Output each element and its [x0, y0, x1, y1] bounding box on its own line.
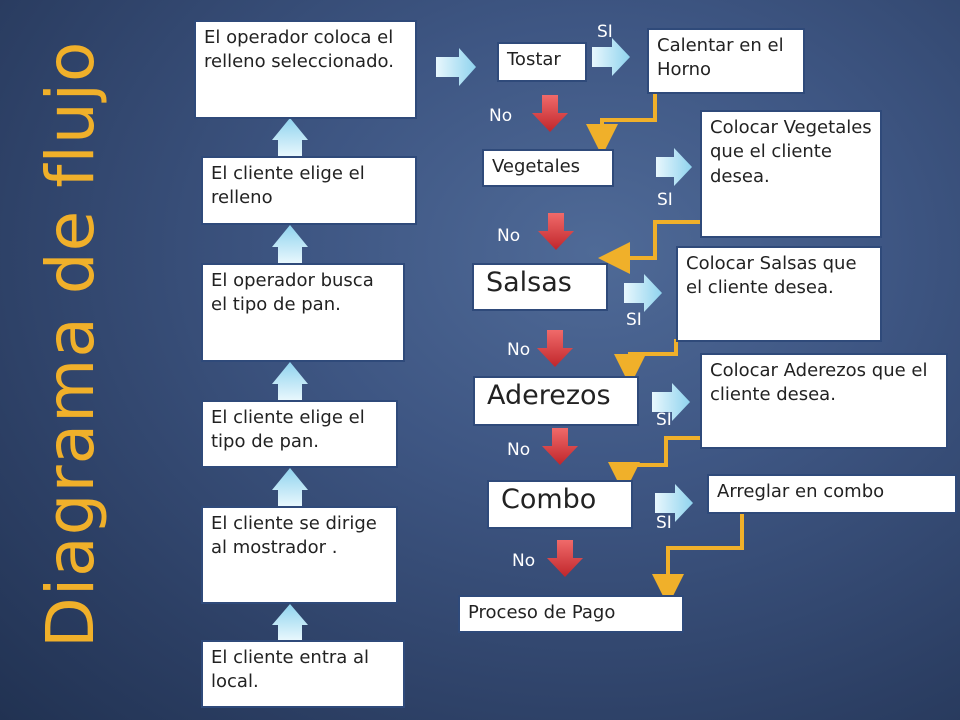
right-arrow-icon: [624, 274, 662, 312]
action-vegetales: Colocar Vegetales que el cliente desea.: [700, 110, 882, 238]
down-arrow-icon: [547, 540, 583, 577]
action-salsas: Colocar Salsas que el cliente desea.: [676, 246, 882, 342]
right-arrow-icon: [655, 484, 693, 522]
up-arrow-icon: [272, 468, 308, 506]
step-box: El cliente se dirige al mostrador .: [201, 506, 398, 604]
decision-aderezos: Aderezos: [473, 376, 639, 426]
action-calentar: Calentar en el Horno: [647, 28, 805, 94]
right-arrow-icon: [656, 148, 692, 186]
connector-arrow: [614, 339, 678, 386]
step-box: El cliente elige el tipo de pan.: [201, 400, 398, 468]
no-label: No: [512, 551, 536, 571]
si-label: SI: [656, 513, 672, 533]
step-box: El cliente elige el relleno: [201, 156, 417, 225]
no-label: No: [497, 226, 521, 246]
down-arrow-icon: [537, 330, 573, 367]
right-arrow-icon: [592, 38, 630, 76]
decision-salsas: Salsas: [472, 263, 608, 311]
up-arrow-icon: [272, 362, 308, 400]
step-box: El cliente entra al local.: [201, 640, 405, 708]
decision-combo: Combo: [487, 480, 633, 529]
si-label: SI: [656, 410, 672, 430]
step-box: El operador coloca el relleno selecciona…: [194, 20, 417, 119]
down-arrow-icon: [542, 428, 578, 465]
decision-tostar: Tostar: [497, 42, 587, 82]
no-label: No: [507, 340, 531, 360]
connector-arrow: [608, 436, 700, 494]
right-arrow-icon: [436, 48, 476, 86]
down-arrow-icon: [538, 213, 574, 250]
action-combo: Arreglar en combo: [707, 474, 957, 514]
up-arrow-icon: [272, 118, 308, 156]
up-arrow-icon: [272, 225, 308, 263]
connector-arrow: [598, 220, 700, 274]
si-label: SI: [657, 190, 673, 210]
end-box: Proceso de Pago: [458, 595, 684, 633]
decision-vegetales: Vegetales: [482, 149, 614, 187]
connector-arrow: [586, 93, 657, 156]
connector-arrow: [652, 512, 744, 606]
up-arrow-icon: [272, 604, 308, 640]
si-label: SI: [626, 310, 642, 330]
no-label: No: [489, 106, 513, 126]
no-label: No: [507, 440, 531, 460]
down-arrow-icon: [532, 95, 568, 132]
si-label: SI: [597, 22, 613, 42]
action-aderezos: Colocar Aderezos que el cliente desea.: [700, 353, 948, 449]
step-box: El operador busca el tipo de pan.: [201, 263, 405, 362]
right-arrow-icon: [652, 383, 690, 421]
